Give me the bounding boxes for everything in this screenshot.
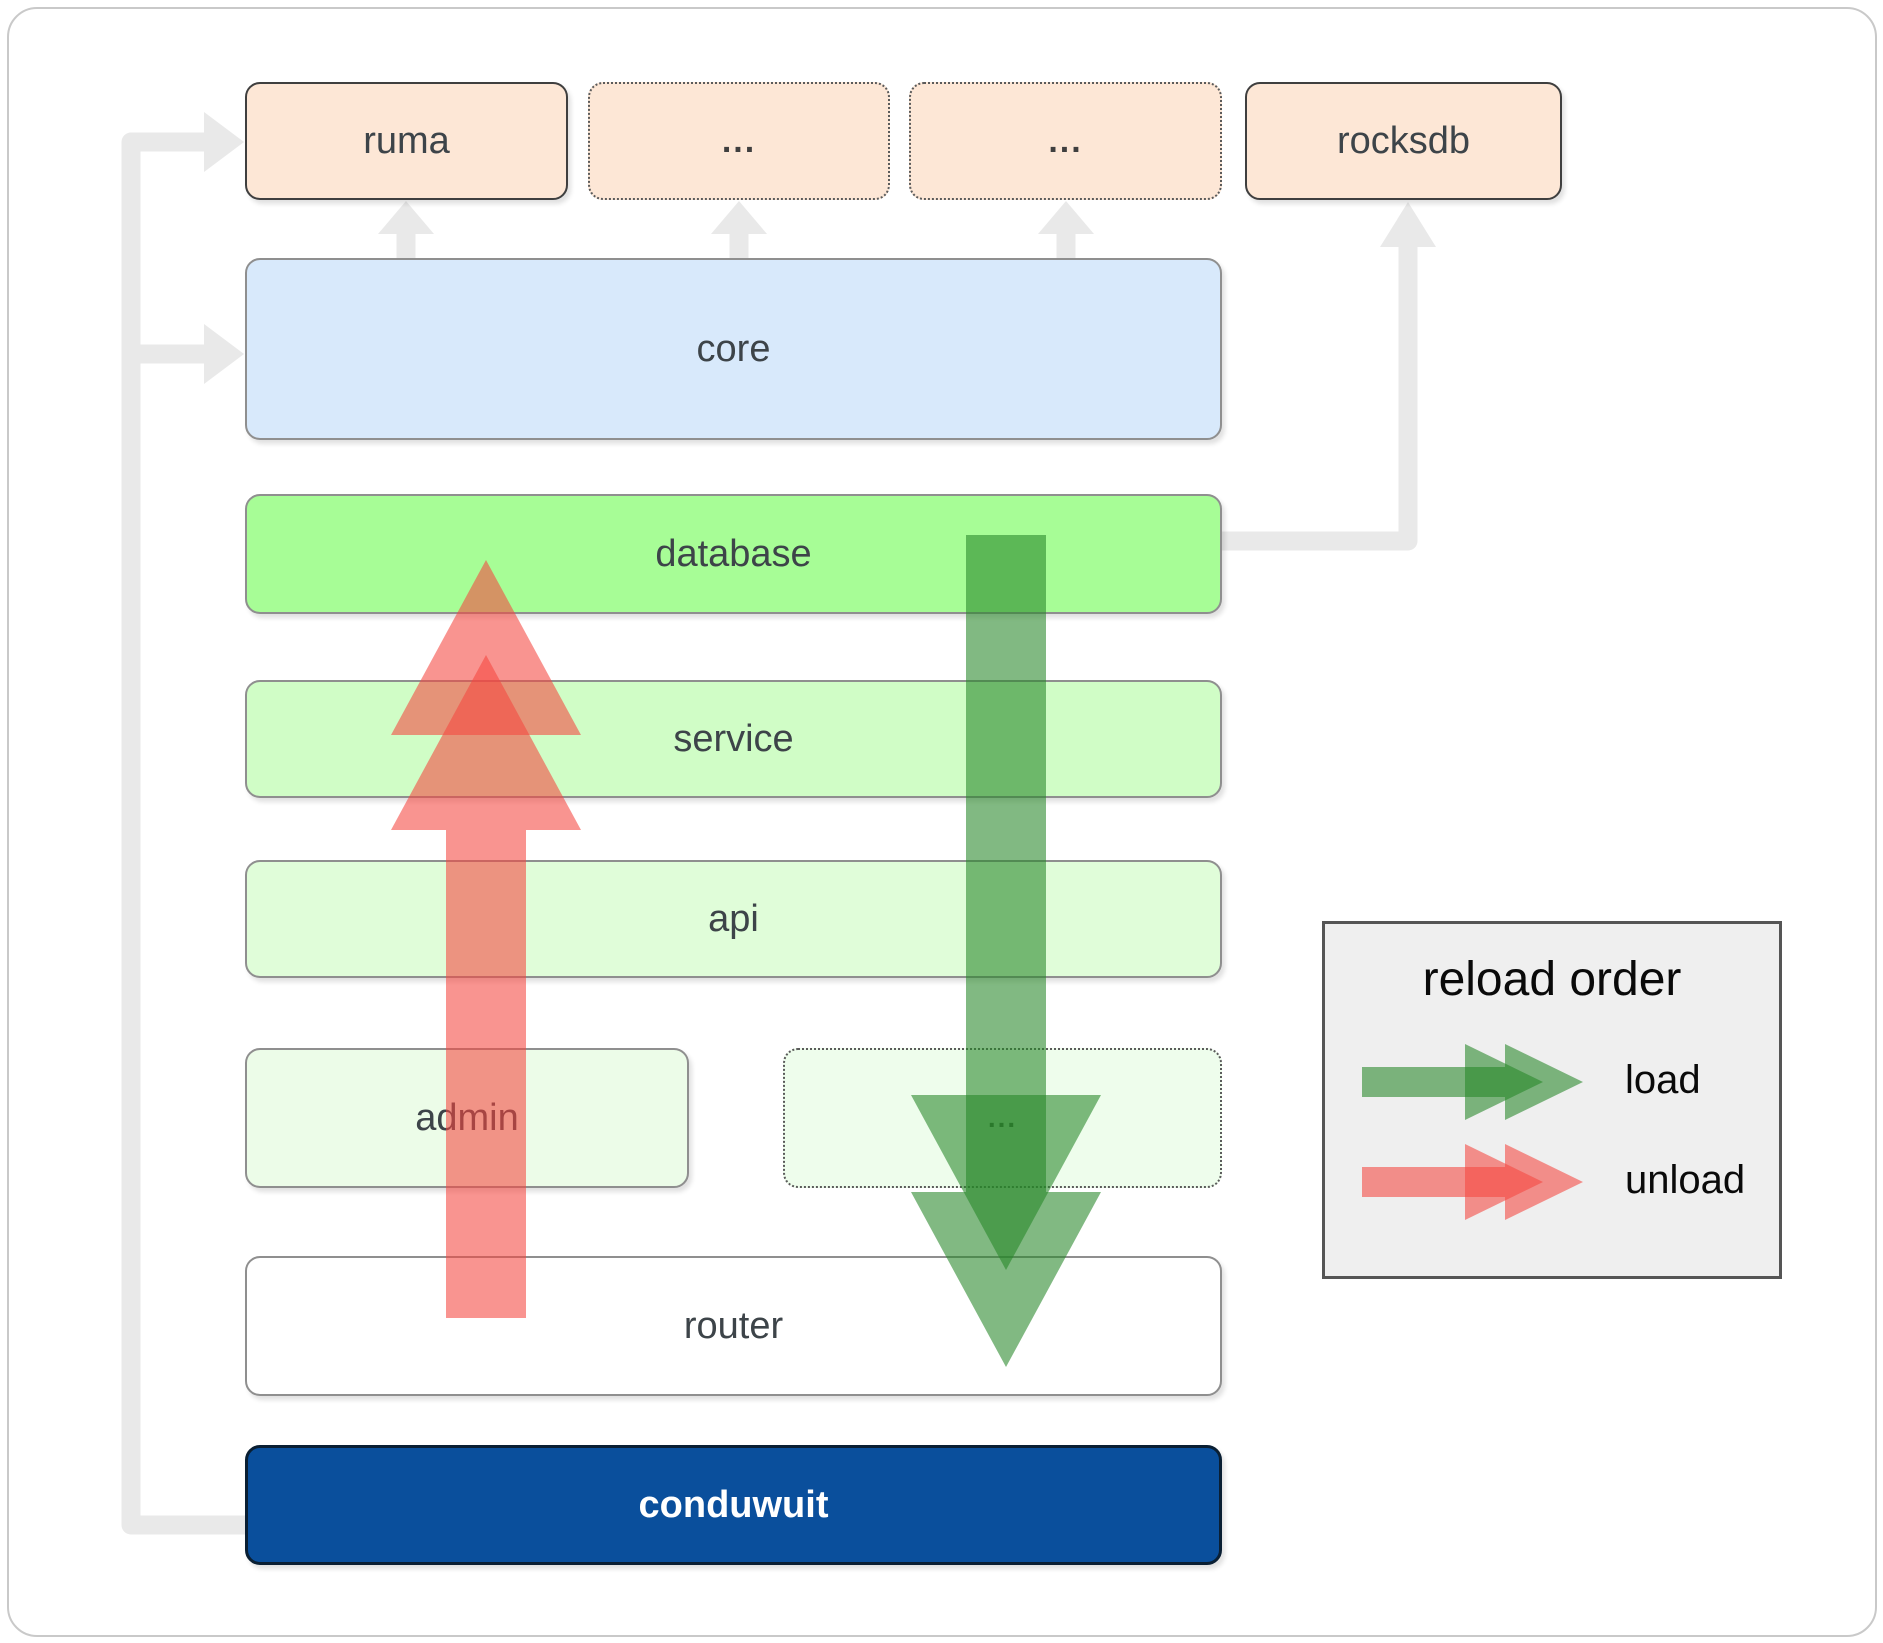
box-service: service (245, 680, 1222, 798)
box-conduwuit-label: conduwuit (638, 1483, 829, 1526)
box-ellipsis-2: ... (909, 82, 1222, 200)
box-router-label: router (683, 1304, 784, 1347)
box-ellipsis-2-label: ... (1048, 121, 1083, 160)
box-database-label: database (655, 532, 812, 575)
legend-title: reload order (1422, 953, 1682, 1006)
box-ellipsis-3-label: ... (987, 1102, 1018, 1133)
box-api: api (245, 860, 1222, 978)
box-ellipsis-3: ... (783, 1048, 1222, 1188)
legend-box: reload order (1322, 921, 1782, 1279)
box-admin: admin (245, 1048, 689, 1188)
legend-label-load: load (1625, 1058, 1701, 1102)
box-api-label: api (708, 897, 759, 940)
box-conduwuit: conduwuit (245, 1445, 1222, 1565)
legend-label-unload: unload (1625, 1158, 1746, 1202)
box-ellipsis-1-label: ... (721, 121, 757, 160)
box-database: database (245, 494, 1222, 614)
box-router: router (245, 1256, 1222, 1396)
box-ellipsis-1: ... (588, 82, 890, 200)
box-service-label: service (673, 717, 794, 760)
box-core-label: core (696, 327, 771, 370)
box-rocksdb-label: rocksdb (1336, 119, 1471, 162)
box-ruma-label: ruma (363, 119, 450, 162)
box-admin-label: admin (415, 1096, 519, 1139)
box-rocksdb: rocksdb (1245, 82, 1562, 200)
box-ruma: ruma (245, 82, 568, 200)
box-core: core (245, 258, 1222, 440)
